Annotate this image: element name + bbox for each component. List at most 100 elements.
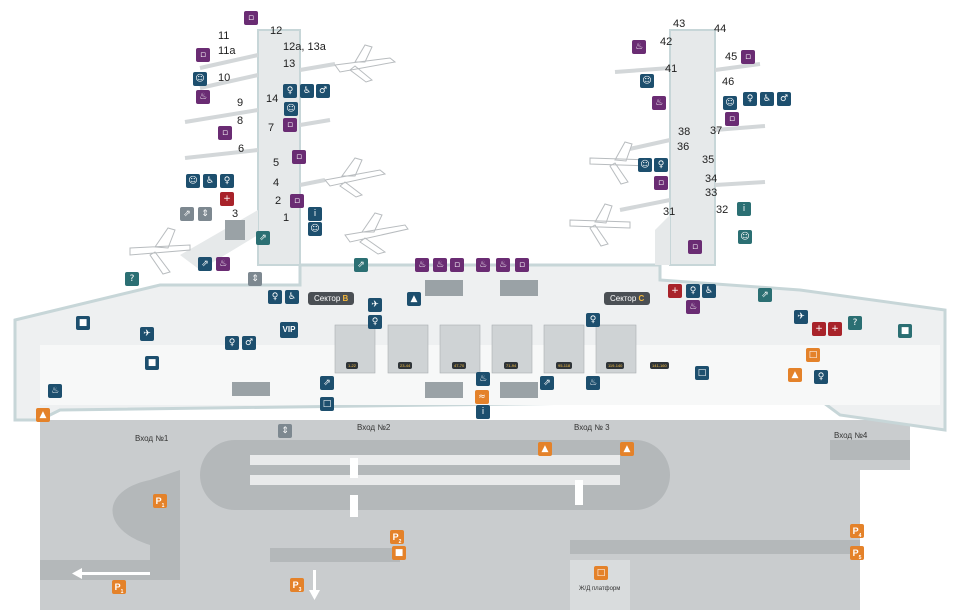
shop-icon[interactable]: ▫: [688, 240, 702, 254]
toilet-icon[interactable]: ♀: [268, 290, 282, 304]
toilet-icon[interactable]: ♀: [814, 370, 828, 384]
food-icon[interactable]: ♨: [686, 300, 700, 314]
escalator-icon: ⇗: [540, 376, 554, 390]
gate-label: 3: [232, 208, 239, 220]
food-icon[interactable]: ♨: [476, 372, 490, 386]
road-island: [250, 475, 620, 485]
checkin-zone: 1-22: [346, 362, 359, 369]
toilet-icon[interactable]: ♀: [368, 315, 382, 329]
shop-icon[interactable]: ▫: [450, 258, 464, 272]
toilet-icon[interactable]: ♀: [225, 336, 239, 350]
food-icon[interactable]: ♨: [496, 258, 510, 272]
vip-lounge[interactable]: VIP: [280, 322, 298, 338]
shop-icon[interactable]: ▫: [515, 258, 529, 272]
baby-room-icon[interactable]: ☺: [723, 96, 737, 110]
shop-icon[interactable]: ▫: [290, 194, 304, 208]
parking-p5[interactable]: P5: [850, 546, 864, 561]
taxi-icon[interactable]: ▲: [538, 442, 552, 456]
wifi-icon[interactable]: ≈: [475, 390, 489, 404]
parking-p2[interactable]: P2: [390, 530, 404, 545]
baby-room-icon[interactable]: ☺: [738, 230, 752, 244]
taxi-icon[interactable]: ▲: [620, 442, 634, 456]
wheelchair-icon[interactable]: ♿: [760, 92, 774, 106]
info-icon[interactable]: i: [737, 202, 751, 216]
gate-label: 2: [275, 195, 282, 207]
food-icon[interactable]: ♨: [632, 40, 646, 54]
checkin-zone: 47-70: [452, 362, 467, 369]
parking-p1-upper[interactable]: P1: [153, 494, 167, 509]
food-icon[interactable]: ♨: [196, 90, 210, 104]
wheelchair-icon[interactable]: ♿: [702, 284, 716, 298]
wheelchair-icon[interactable]: ♿: [203, 174, 217, 188]
food-icon[interactable]: ♨: [586, 376, 600, 390]
parking-p1[interactable]: P1: [112, 580, 126, 595]
toilet-icon[interactable]: ♂: [316, 84, 330, 98]
baby-room-icon[interactable]: ☺: [308, 222, 322, 236]
departure-icon[interactable]: ✈: [368, 298, 382, 312]
baby-room-icon[interactable]: ☺: [193, 72, 207, 86]
atm-icon[interactable]: □: [320, 397, 334, 411]
food-icon[interactable]: ♨: [216, 257, 230, 271]
parking-p4[interactable]: P4: [850, 524, 864, 539]
toilet-icon[interactable]: ♂: [777, 92, 791, 106]
food-icon[interactable]: ♨: [476, 258, 490, 272]
baby-room-icon[interactable]: ☺: [638, 158, 652, 172]
gate-label: 12: [270, 25, 283, 37]
parking-p3[interactable]: P3: [290, 578, 304, 593]
food-icon[interactable]: ♨: [415, 258, 429, 272]
atm-icon[interactable]: □: [806, 348, 820, 362]
toilet-icon[interactable]: ♀: [283, 84, 297, 98]
taxi-icon[interactable]: ▲: [36, 408, 50, 422]
info-icon[interactable]: ?: [125, 272, 139, 286]
shop-icon[interactable]: ▫: [654, 176, 668, 190]
baby-room-icon[interactable]: ☺: [186, 174, 200, 188]
shop-icon[interactable]: ▫: [741, 50, 755, 64]
toilet-icon[interactable]: ♀: [220, 174, 234, 188]
shop-icon[interactable]: ▫: [218, 126, 232, 140]
toilet-icon[interactable]: ♀: [686, 284, 700, 298]
sector-letter: B: [342, 294, 349, 303]
entrance-4-label: Вход №4: [834, 431, 868, 440]
gate-label: 44: [714, 23, 727, 35]
gate-label: 42: [660, 36, 673, 48]
escalators: [225, 220, 538, 398]
departure-icon[interactable]: ✈: [140, 327, 154, 341]
shop-icon[interactable]: ▫: [283, 118, 297, 132]
arrival-icon[interactable]: ▲: [407, 292, 421, 306]
gate-label: 46: [722, 76, 735, 88]
railway-platform-label: Ж/Д платформ: [579, 586, 621, 592]
baby-room-icon[interactable]: ☺: [284, 102, 298, 116]
toilet-icon[interactable]: ♀: [743, 92, 757, 106]
bus-icon[interactable]: ■: [145, 356, 159, 370]
shop-icon[interactable]: ▫: [292, 150, 306, 164]
wheelchair-icon[interactable]: ♿: [285, 290, 299, 304]
medical-icon[interactable]: +: [220, 192, 234, 206]
medical-icon[interactable]: +: [812, 322, 826, 336]
bus-icon[interactable]: ■: [392, 546, 406, 560]
food-icon[interactable]: ♨: [433, 258, 447, 272]
bus-icon[interactable]: ■: [76, 316, 90, 330]
arrival-icon[interactable]: ✈: [794, 310, 808, 324]
food-icon[interactable]: ♨: [652, 96, 666, 110]
baby-room-icon[interactable]: ☺: [640, 74, 654, 88]
info-icon[interactable]: ?: [848, 316, 862, 330]
bus-icon[interactable]: ■: [898, 324, 912, 338]
wheelchair-icon[interactable]: ♿: [300, 84, 314, 98]
toilet-icon[interactable]: ♂: [242, 336, 256, 350]
medical-icon[interactable]: +: [828, 322, 842, 336]
shop-icon[interactable]: ▫: [244, 11, 258, 25]
taxi-icon[interactable]: ▲: [788, 368, 802, 382]
shop-icon[interactable]: ▫: [196, 48, 210, 62]
info-icon[interactable]: i: [308, 207, 322, 221]
atm-icon[interactable]: □: [695, 366, 709, 380]
toilet-icon[interactable]: ♀: [586, 313, 600, 327]
toilet-icon[interactable]: ♀: [654, 158, 668, 172]
parking-number: 5: [858, 554, 862, 561]
crosswalks: [350, 458, 583, 517]
info-icon[interactable]: i: [476, 405, 490, 419]
checkin-zone: 141-160: [650, 362, 669, 369]
medical-icon[interactable]: +: [668, 284, 682, 298]
gate-label: 36: [677, 141, 690, 153]
food-icon[interactable]: ♨: [48, 384, 62, 398]
shop-icon[interactable]: ▫: [725, 112, 739, 126]
